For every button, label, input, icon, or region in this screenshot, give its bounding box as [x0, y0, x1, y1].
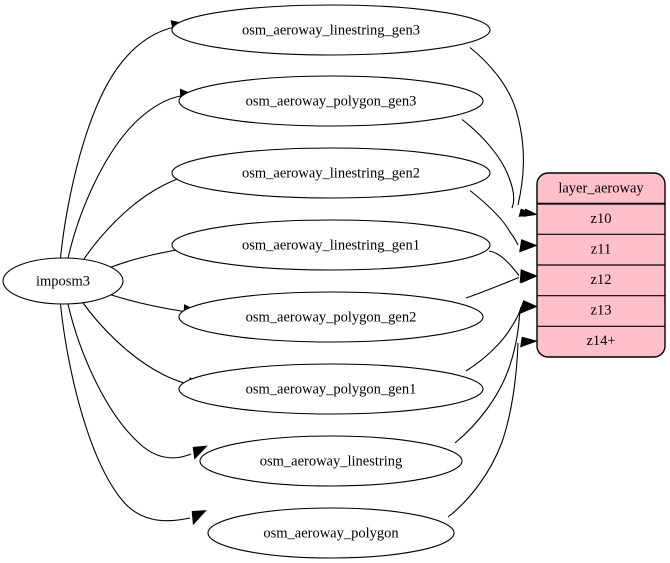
node-osm-aeroway-linestring-gen2[interactable]: osm_aeroway_linestring_gen2	[171, 147, 491, 199]
node-osm-aeroway-linestring-gen2-label: osm_aeroway_linestring_gen2	[242, 165, 420, 181]
node-imposm3-shape[interactable]	[2, 257, 124, 305]
node-osm-aeroway-polygon-gen3-shape[interactable]	[178, 75, 484, 127]
node-layer-aeroway[interactable]: layer_aeroway z10 z11 z12 z13 z14+	[536, 172, 666, 358]
edge-imposm3-to-linestring-gen3	[59, 20, 188, 259]
node-osm-aeroway-polygon-gen3-label: osm_aeroway_polygon_gen3	[246, 93, 417, 109]
node-osm-aeroway-linestring-shape[interactable]	[199, 435, 463, 487]
record-row-z12-label: z12	[591, 272, 612, 288]
record-row-z10-label: z10	[591, 211, 612, 227]
record-row-header-label: layer_aeroway	[558, 180, 644, 196]
node-osm-aeroway-polygon-gen1[interactable]: osm_aeroway_polygon_gen1	[178, 363, 484, 415]
node-osm-aeroway-linestring-gen2-shape[interactable]	[171, 147, 491, 199]
node-osm-aeroway-linestring-gen3[interactable]: osm_aeroway_linestring_gen3	[171, 4, 491, 56]
node-osm-aeroway-polygon-gen2[interactable]: osm_aeroway_polygon_gen2	[178, 291, 484, 343]
node-osm-aeroway-polygon-gen1-label: osm_aeroway_polygon_gen1	[246, 381, 417, 397]
node-osm-aeroway-polygon-label: osm_aeroway_polygon	[263, 525, 399, 541]
edge-polygon-gen2-to-z12	[465, 270, 538, 299]
node-osm-aeroway-polygon-shape[interactable]	[207, 507, 455, 559]
edge-imposm3-to-polygon	[59, 303, 207, 526]
node-osm-aeroway-linestring[interactable]: osm_aeroway_linestring	[199, 435, 463, 487]
edge-polygon-to-z14	[447, 336, 538, 518]
node-osm-aeroway-polygon-gen3[interactable]: osm_aeroway_polygon_gen3	[178, 75, 484, 127]
node-imposm3-label: imposm3	[36, 273, 90, 289]
node-osm-aeroway-linestring-gen1[interactable]: osm_aeroway_linestring_gen1	[171, 219, 491, 271]
record-row-z11-label: z11	[591, 241, 611, 257]
node-osm-aeroway-linestring-label: osm_aeroway_linestring	[260, 453, 403, 469]
node-osm-aeroway-linestring-gen3-label: osm_aeroway_linestring_gen3	[242, 22, 420, 38]
edge-group-tables-to-record	[447, 47, 539, 518]
edge-linestring-to-z13	[454, 303, 539, 444]
record-row-z13-label: z13	[591, 302, 612, 318]
node-osm-aeroway-linestring-gen1-shape[interactable]	[171, 219, 491, 271]
record-row-z14-label: z14+	[586, 333, 615, 349]
edge-linestring-gen2-to-z11	[469, 190, 538, 253]
edge-imposm3-to-linestring	[67, 303, 208, 460]
edge-polygon-gen3-to-z10	[461, 119, 538, 217]
node-osm-aeroway-polygon[interactable]: osm_aeroway_polygon	[207, 507, 455, 559]
edge-linestring-gen3-to-z10	[469, 47, 539, 217]
node-osm-aeroway-polygon-gen2-shape[interactable]	[178, 291, 484, 343]
node-osm-aeroway-polygon-gen1-shape[interactable]	[178, 363, 484, 415]
node-osm-aeroway-polygon-gen2-label: osm_aeroway_polygon_gen2	[246, 309, 417, 325]
node-osm-aeroway-linestring-gen1-label: osm_aeroway_linestring_gen1	[242, 237, 420, 253]
node-osm-aeroway-linestring-gen3-shape[interactable]	[171, 4, 491, 56]
node-imposm3[interactable]: imposm3	[2, 257, 124, 305]
